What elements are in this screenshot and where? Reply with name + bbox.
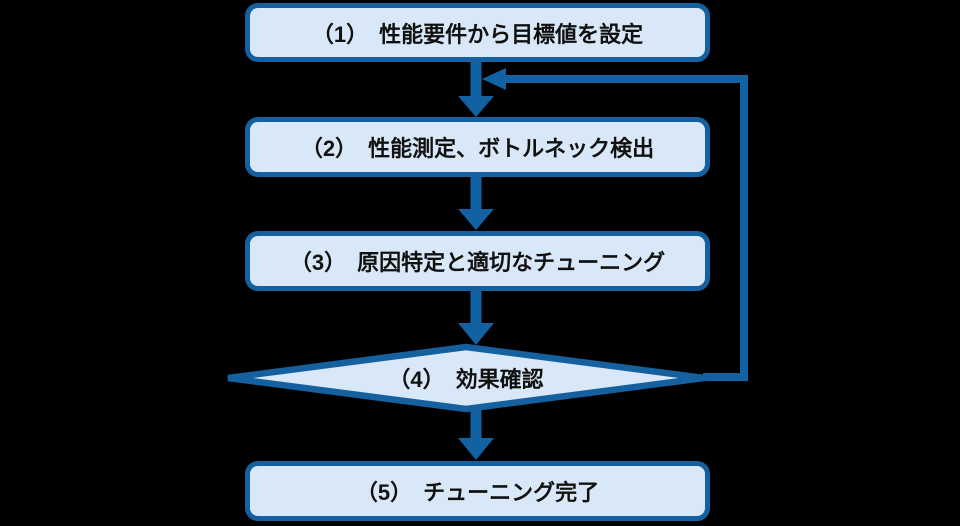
flow-step-2-label: （2） 性能測定、ボトルネック検出: [300, 136, 655, 161]
feedback-arrowhead-icon: [482, 68, 506, 90]
flow-step-1: （1） 性能要件から目標値を設定: [245, 3, 710, 62]
flow-step-5-label: （5） チューニング完了: [355, 480, 600, 505]
arrow-2-3-head-icon: [458, 209, 494, 230]
arrow-1-2-head-icon: [458, 96, 494, 117]
flow-step-3: （3） 原因特定と適切なチューニング: [245, 231, 710, 291]
feedback-loop-line: [506, 75, 748, 381]
flow-step-5: （5） チューニング完了: [245, 461, 710, 521]
flow-step-2: （2） 性能測定、ボトルネック検出: [245, 117, 710, 177]
flow-step-3-label: （3） 原因特定と適切なチューニング: [289, 250, 666, 275]
arrow-4-5-head-icon: [458, 438, 494, 460]
decision-diamond-shape: [227, 343, 705, 413]
flow-step-1-label: （1） 性能要件から目標値を設定: [311, 21, 644, 47]
arrow-3-4-head-icon: [458, 323, 494, 345]
